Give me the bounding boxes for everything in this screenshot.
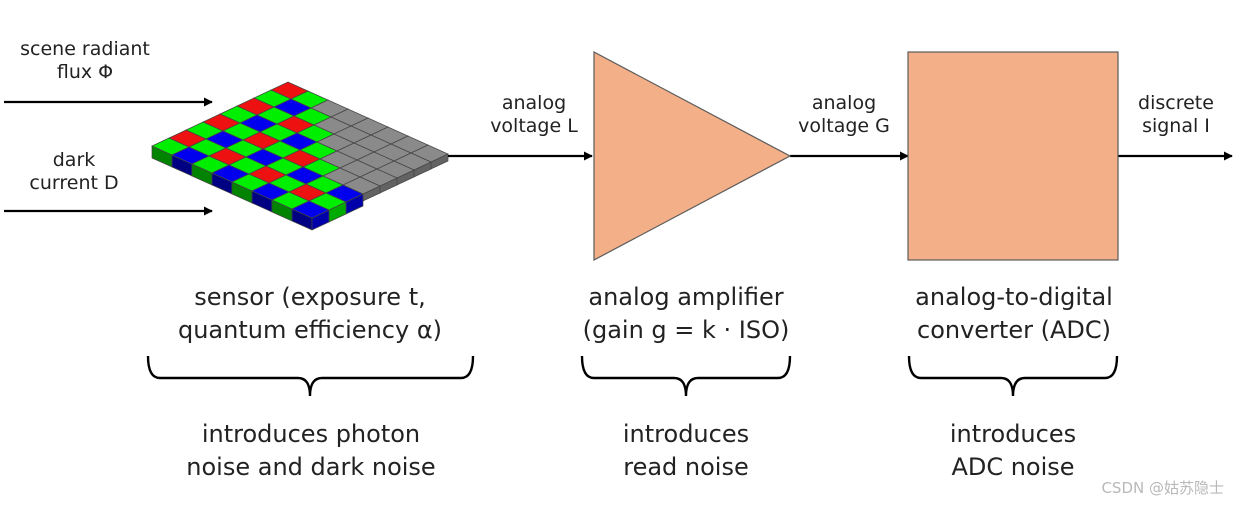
bayer-pixel [291, 200, 330, 219]
voltage-g-label: analog voltage G [798, 92, 890, 138]
adc-brace [907, 355, 1119, 397]
dark-current-label: dark current D [29, 149, 119, 195]
amplifier-noise: introduces read noise [622, 420, 750, 481]
sensor-name: sensor (exposure t, quantum efficiency α… [177, 283, 442, 344]
amplifier-name: analog amplifier (gain g = k · ISO) [582, 283, 790, 344]
watermark: CSDN @姑苏隐士 [1101, 479, 1224, 497]
voltage-l-label: analog voltage L [490, 92, 578, 138]
sensor-noise: introduces photon noise and dark noise [186, 420, 436, 481]
amplifier-brace [580, 355, 792, 397]
adc-name: analog-to-digital converter (ADC) [915, 283, 1113, 344]
adc-noise: introduces ADC noise [949, 420, 1077, 481]
bayer-sensor-chip [151, 81, 449, 231]
adc-block [907, 51, 1119, 261]
sensor-brace [146, 355, 475, 397]
output-signal-label: discrete signal I [1138, 92, 1214, 138]
amplifier-triangle [593, 51, 792, 261]
flux-label: scene radiant flux Φ [20, 38, 150, 84]
